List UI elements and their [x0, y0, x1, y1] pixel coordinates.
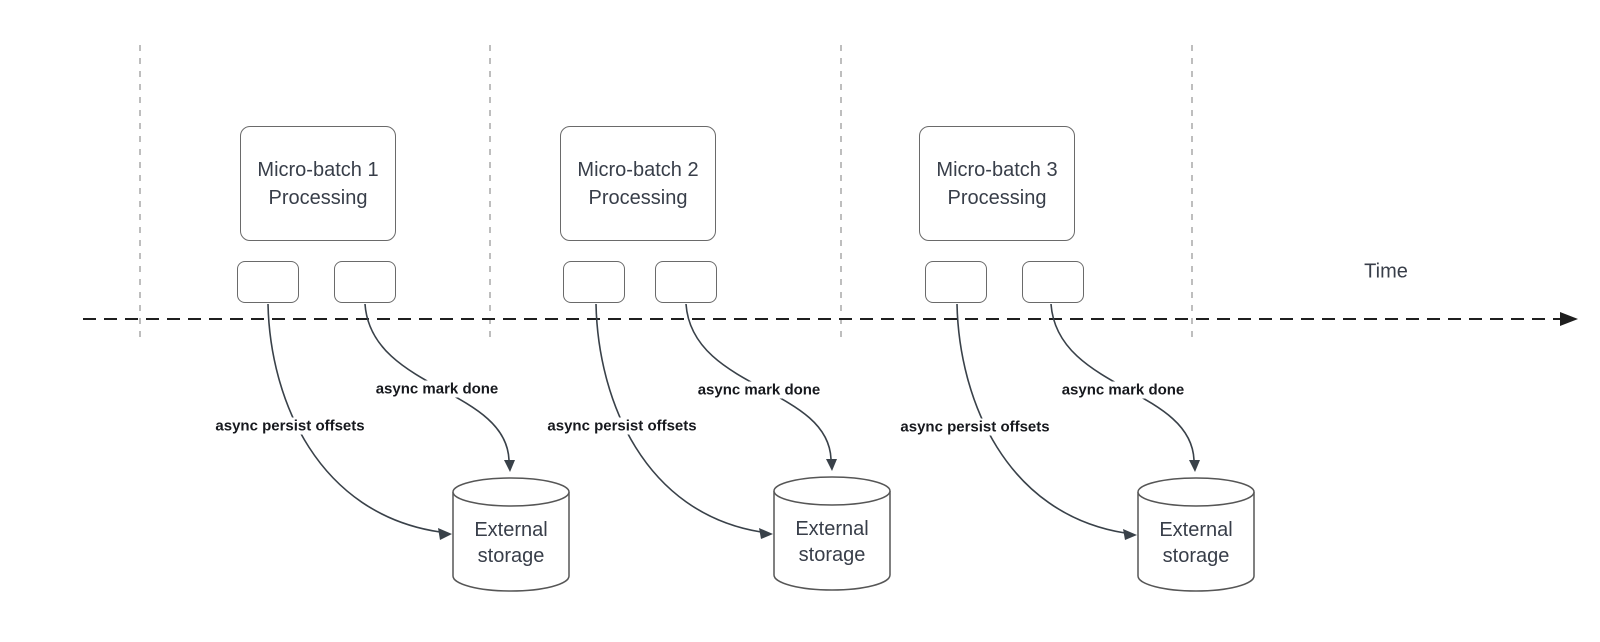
mark-done-label-3: async mark done: [1058, 381, 1188, 399]
cylinder-icon: [1137, 477, 1255, 592]
external-storage-label-2: External storage: [795, 518, 869, 566]
micro-batch-2-processing-label: Micro-batch 2 Processing: [577, 158, 699, 209]
micro-batch-1-processing-box: Micro-batch 1 Processing: [240, 126, 396, 241]
mark-done-arrowhead-1: [504, 460, 515, 472]
persist-offsets-arrowhead-3: [1123, 529, 1137, 540]
external-storage-cylinder-2: External storage: [773, 476, 891, 591]
batch-3-task-box-right: [1022, 261, 1084, 303]
persist-offsets-arrow-3: [956, 303, 1126, 534]
time-axis-arrowhead: [1560, 312, 1578, 326]
cylinder-icon: [452, 477, 570, 592]
external-storage-label-1: External storage: [474, 519, 548, 567]
external-storage-cylinder-3: External storage: [1137, 477, 1255, 592]
persist-offsets-arrow-2: [595, 303, 762, 533]
mark-done-arrowhead-2: [826, 459, 837, 471]
batch-1-task-box-left: [237, 261, 299, 303]
batch-2-task-box-right: [655, 261, 717, 303]
mark-done-arrowhead-3: [1189, 460, 1200, 472]
micro-batch-3-processing-label: Micro-batch 3 Processing: [936, 158, 1058, 209]
persist-offsets-label-2: async persist offsets: [544, 417, 700, 435]
external-storage-cylinder-1: External storage: [452, 477, 570, 592]
mark-done-label-1: async mark done: [372, 380, 502, 398]
persist-offsets-label-3: async persist offsets: [897, 418, 1053, 436]
batch-1-task-box-right: [334, 261, 396, 303]
micro-batch-3-processing-box: Micro-batch 3 Processing: [919, 126, 1075, 241]
micro-batch-1-processing-label: Micro-batch 1 Processing: [257, 158, 379, 209]
mark-done-label-2: async mark done: [694, 381, 824, 399]
cylinder-icon: [773, 476, 891, 591]
micro-batch-2-processing-box: Micro-batch 2 Processing: [560, 126, 716, 241]
batch-3-task-box-left: [925, 261, 987, 303]
persist-offsets-arrow-1: [267, 303, 441, 533]
persist-offsets-arrowhead-1: [438, 528, 452, 540]
external-storage-label-3: External storage: [1159, 519, 1233, 567]
time-axis-label: Time: [1364, 260, 1408, 283]
persist-offsets-arrowhead-2: [759, 528, 773, 539]
batch-2-task-box-left: [563, 261, 625, 303]
persist-offsets-label-1: async persist offsets: [212, 417, 368, 435]
